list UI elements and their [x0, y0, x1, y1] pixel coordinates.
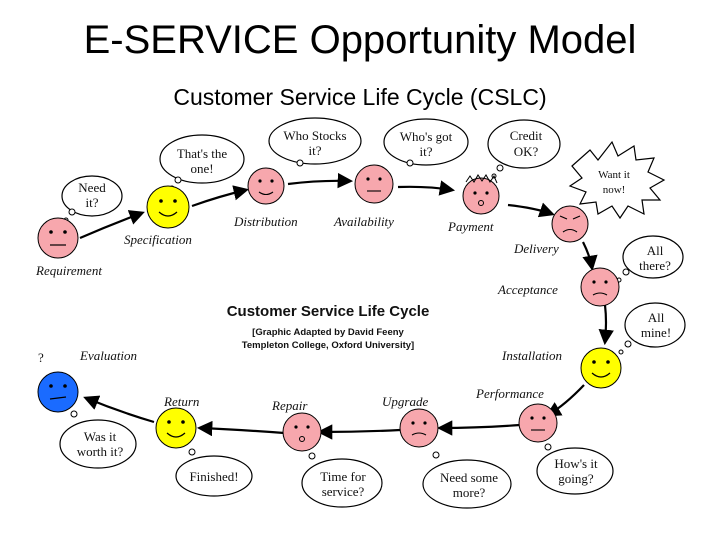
- stage-installation: Installation: [501, 348, 562, 363]
- bubble-thats-the-one-line2: one!: [190, 161, 213, 176]
- bubble-was-it-worth-it: Was it worth it?: [59, 410, 137, 469]
- face-payment: [462, 174, 500, 215]
- bubble-whos-got-it: Who's got it?: [383, 118, 469, 167]
- bubble-need-some-more-line2: more?: [453, 485, 486, 500]
- arrow-performance-upgrade: [436, 420, 521, 436]
- bubble-whos-got-it-line1: Who's got: [400, 129, 453, 144]
- arrow-specification-distribution: [191, 185, 250, 208]
- face-requirement: [37, 217, 79, 259]
- face-specification: [146, 185, 190, 229]
- bubble-need-it: Need it?: [61, 175, 123, 223]
- bubble-credit-ok-line1: Credit: [510, 128, 543, 143]
- stage-performance: Performance: [475, 386, 544, 401]
- bubble-all-there: All there?: [616, 235, 684, 283]
- bubble-all-there-line2: there?: [639, 258, 671, 273]
- face-availability: [354, 164, 394, 204]
- bubble-finished-line1: Finished!: [189, 469, 238, 484]
- bubble-all-mine: All mine!: [618, 302, 686, 355]
- arrow-return-evaluation: [83, 395, 155, 424]
- face-evaluation: [37, 371, 79, 413]
- caption-line1: [Graphic Adapted by David Feeny: [252, 327, 404, 338]
- arrow-upgrade-repair: [316, 424, 401, 440]
- arrow-distribution-availability: [287, 172, 354, 189]
- page-subtitle: Customer Service Life Cycle (CSLC): [173, 84, 547, 110]
- stage-return: Return: [163, 394, 199, 409]
- stage-requirement: Requirement: [35, 263, 102, 278]
- bubble-question: ?: [38, 350, 44, 365]
- bubble-all-mine-line2: mine!: [641, 325, 671, 340]
- face-distribution: [247, 167, 285, 205]
- arrow-delivery-acceptance: [582, 241, 598, 272]
- bubble-credit-ok-line2: OK?: [514, 144, 539, 159]
- bubble-hows-it-going: How's it going?: [536, 443, 614, 495]
- bubble-time-for-service-line1: Time for: [320, 469, 366, 484]
- bubble-who-stocks-it: Who Stocks it?: [268, 117, 362, 167]
- bubble-all-mine-line1: All: [648, 310, 665, 325]
- bubble-need-it-line2: it?: [86, 195, 99, 210]
- spike-want-it-now: Want it now!: [568, 140, 666, 220]
- face-upgrade: [399, 408, 439, 448]
- bubble-whos-got-it-line2: it?: [420, 144, 433, 159]
- bubble-was-it-worth-it-line1: Was it: [84, 429, 117, 444]
- face-return: [155, 407, 197, 449]
- bubble-who-stocks-it-line2: it?: [309, 143, 322, 158]
- bubble-credit-ok: Credit OK?: [487, 119, 561, 179]
- stage-distribution: Distribution: [233, 214, 298, 229]
- face-installation: [580, 347, 622, 389]
- bubble-hows-it-going-line1: How's it: [554, 456, 598, 471]
- bubble-need-it-line1: Need: [78, 180, 106, 195]
- bubble-who-stocks-it-line1: Who Stocks: [283, 128, 346, 143]
- face-delivery: [551, 205, 589, 243]
- stage-acceptance: Acceptance: [497, 282, 558, 297]
- stage-repair: Repair: [271, 398, 308, 413]
- arrow-payment-delivery: [507, 202, 555, 218]
- stage-evaluation: Evaluation: [79, 348, 137, 363]
- bubble-all-there-line1: All: [647, 243, 664, 258]
- arrow-repair-return: [196, 420, 285, 437]
- bubble-was-it-worth-it-line2: worth it?: [77, 444, 124, 459]
- stage-upgrade: Upgrade: [382, 394, 428, 409]
- bubble-hows-it-going-line2: going?: [558, 471, 594, 486]
- stage-availability: Availability: [333, 214, 394, 229]
- spike-want-it-now-line1: Want it: [598, 169, 630, 181]
- stage-payment: Payment: [447, 219, 494, 234]
- caption-title: Customer Service Life Cycle: [227, 303, 430, 320]
- face-repair: [282, 412, 322, 452]
- bubble-thats-the-one-line1: That's the: [177, 146, 228, 161]
- stage-specification: Specification: [124, 232, 192, 247]
- stage-delivery: Delivery: [513, 241, 559, 256]
- bubble-need-some-more-line1: Need some: [440, 470, 498, 485]
- face-acceptance: [580, 267, 620, 307]
- arrow-requirement-specification: [79, 210, 145, 240]
- bubble-finished: Finished!: [175, 448, 253, 497]
- bubble-time-for-service-line2: service?: [322, 484, 365, 499]
- arrow-acceptance-installation: [598, 304, 614, 346]
- page-title: E-SERVICE Opportunity Model: [83, 18, 637, 62]
- face-performance: [518, 403, 558, 443]
- bubble-time-for-service: Time for service?: [301, 452, 383, 508]
- bubble-thats-the-one: That's the one!: [159, 134, 245, 191]
- arrow-availability-payment: [397, 180, 456, 196]
- bubble-need-some-more: Need some more?: [422, 451, 512, 509]
- spike-want-it-now-line2: now!: [603, 184, 626, 196]
- arrow-installation-performance: [545, 384, 585, 417]
- caption-line2: Templeton College, Oxford University]: [242, 340, 414, 351]
